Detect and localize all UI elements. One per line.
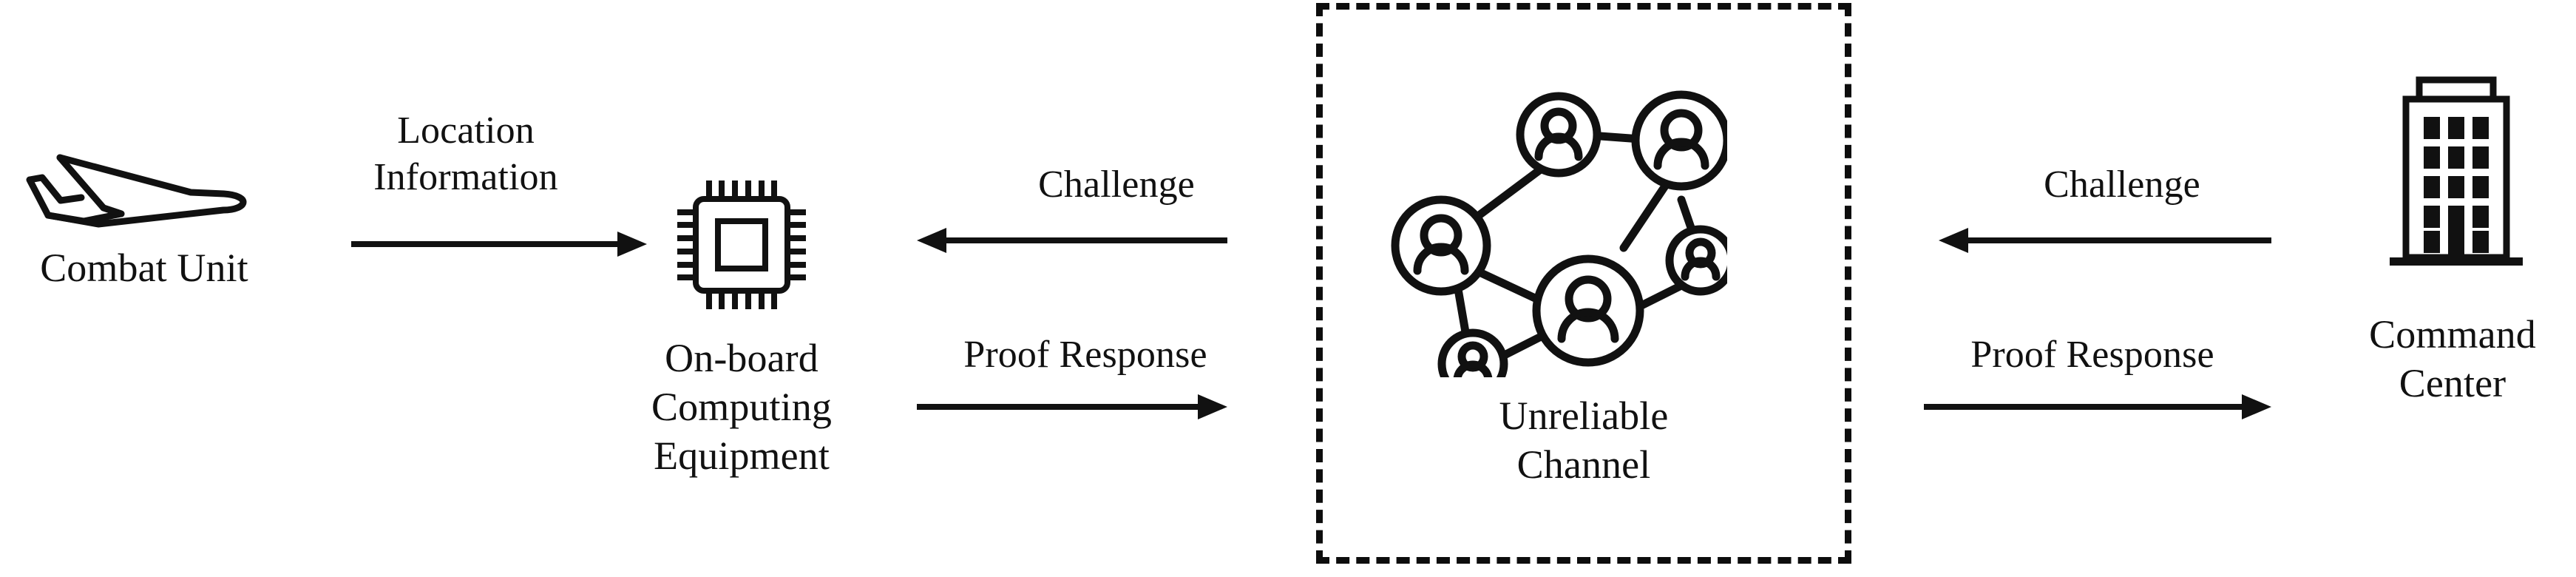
- airplane-takeoff-icon: [13, 152, 257, 237]
- location-information-arrow: [351, 229, 647, 259]
- proof-response-left-label: Proof Response: [963, 334, 1207, 376]
- onboard-computer-label: On-board Computing Equipment: [651, 336, 832, 478]
- cpu-chip-icon: [671, 175, 812, 315]
- challenge-left-label: Challenge: [1038, 163, 1195, 206]
- proof-response-right-arrow: [1924, 392, 2271, 422]
- unreliable-channel-label: Unreliable Channel: [1499, 394, 1669, 487]
- challenge-right-label: Challenge: [2044, 163, 2200, 206]
- proof-response-right-label: Proof Response: [1970, 334, 2214, 376]
- combat-unit-label: Combat Unit: [40, 246, 248, 290]
- network-nodes-icon: [1387, 89, 1727, 377]
- challenge-right-arrow: [1939, 226, 2271, 255]
- unreliable-channel-box: [1316, 3, 1851, 564]
- location-information-label: Location Information: [373, 109, 558, 199]
- proof-response-left-arrow: [917, 392, 1227, 422]
- challenge-left-arrow: [917, 226, 1227, 255]
- command-center-label: Command Center: [2369, 312, 2536, 405]
- office-building-icon: [2382, 74, 2530, 296]
